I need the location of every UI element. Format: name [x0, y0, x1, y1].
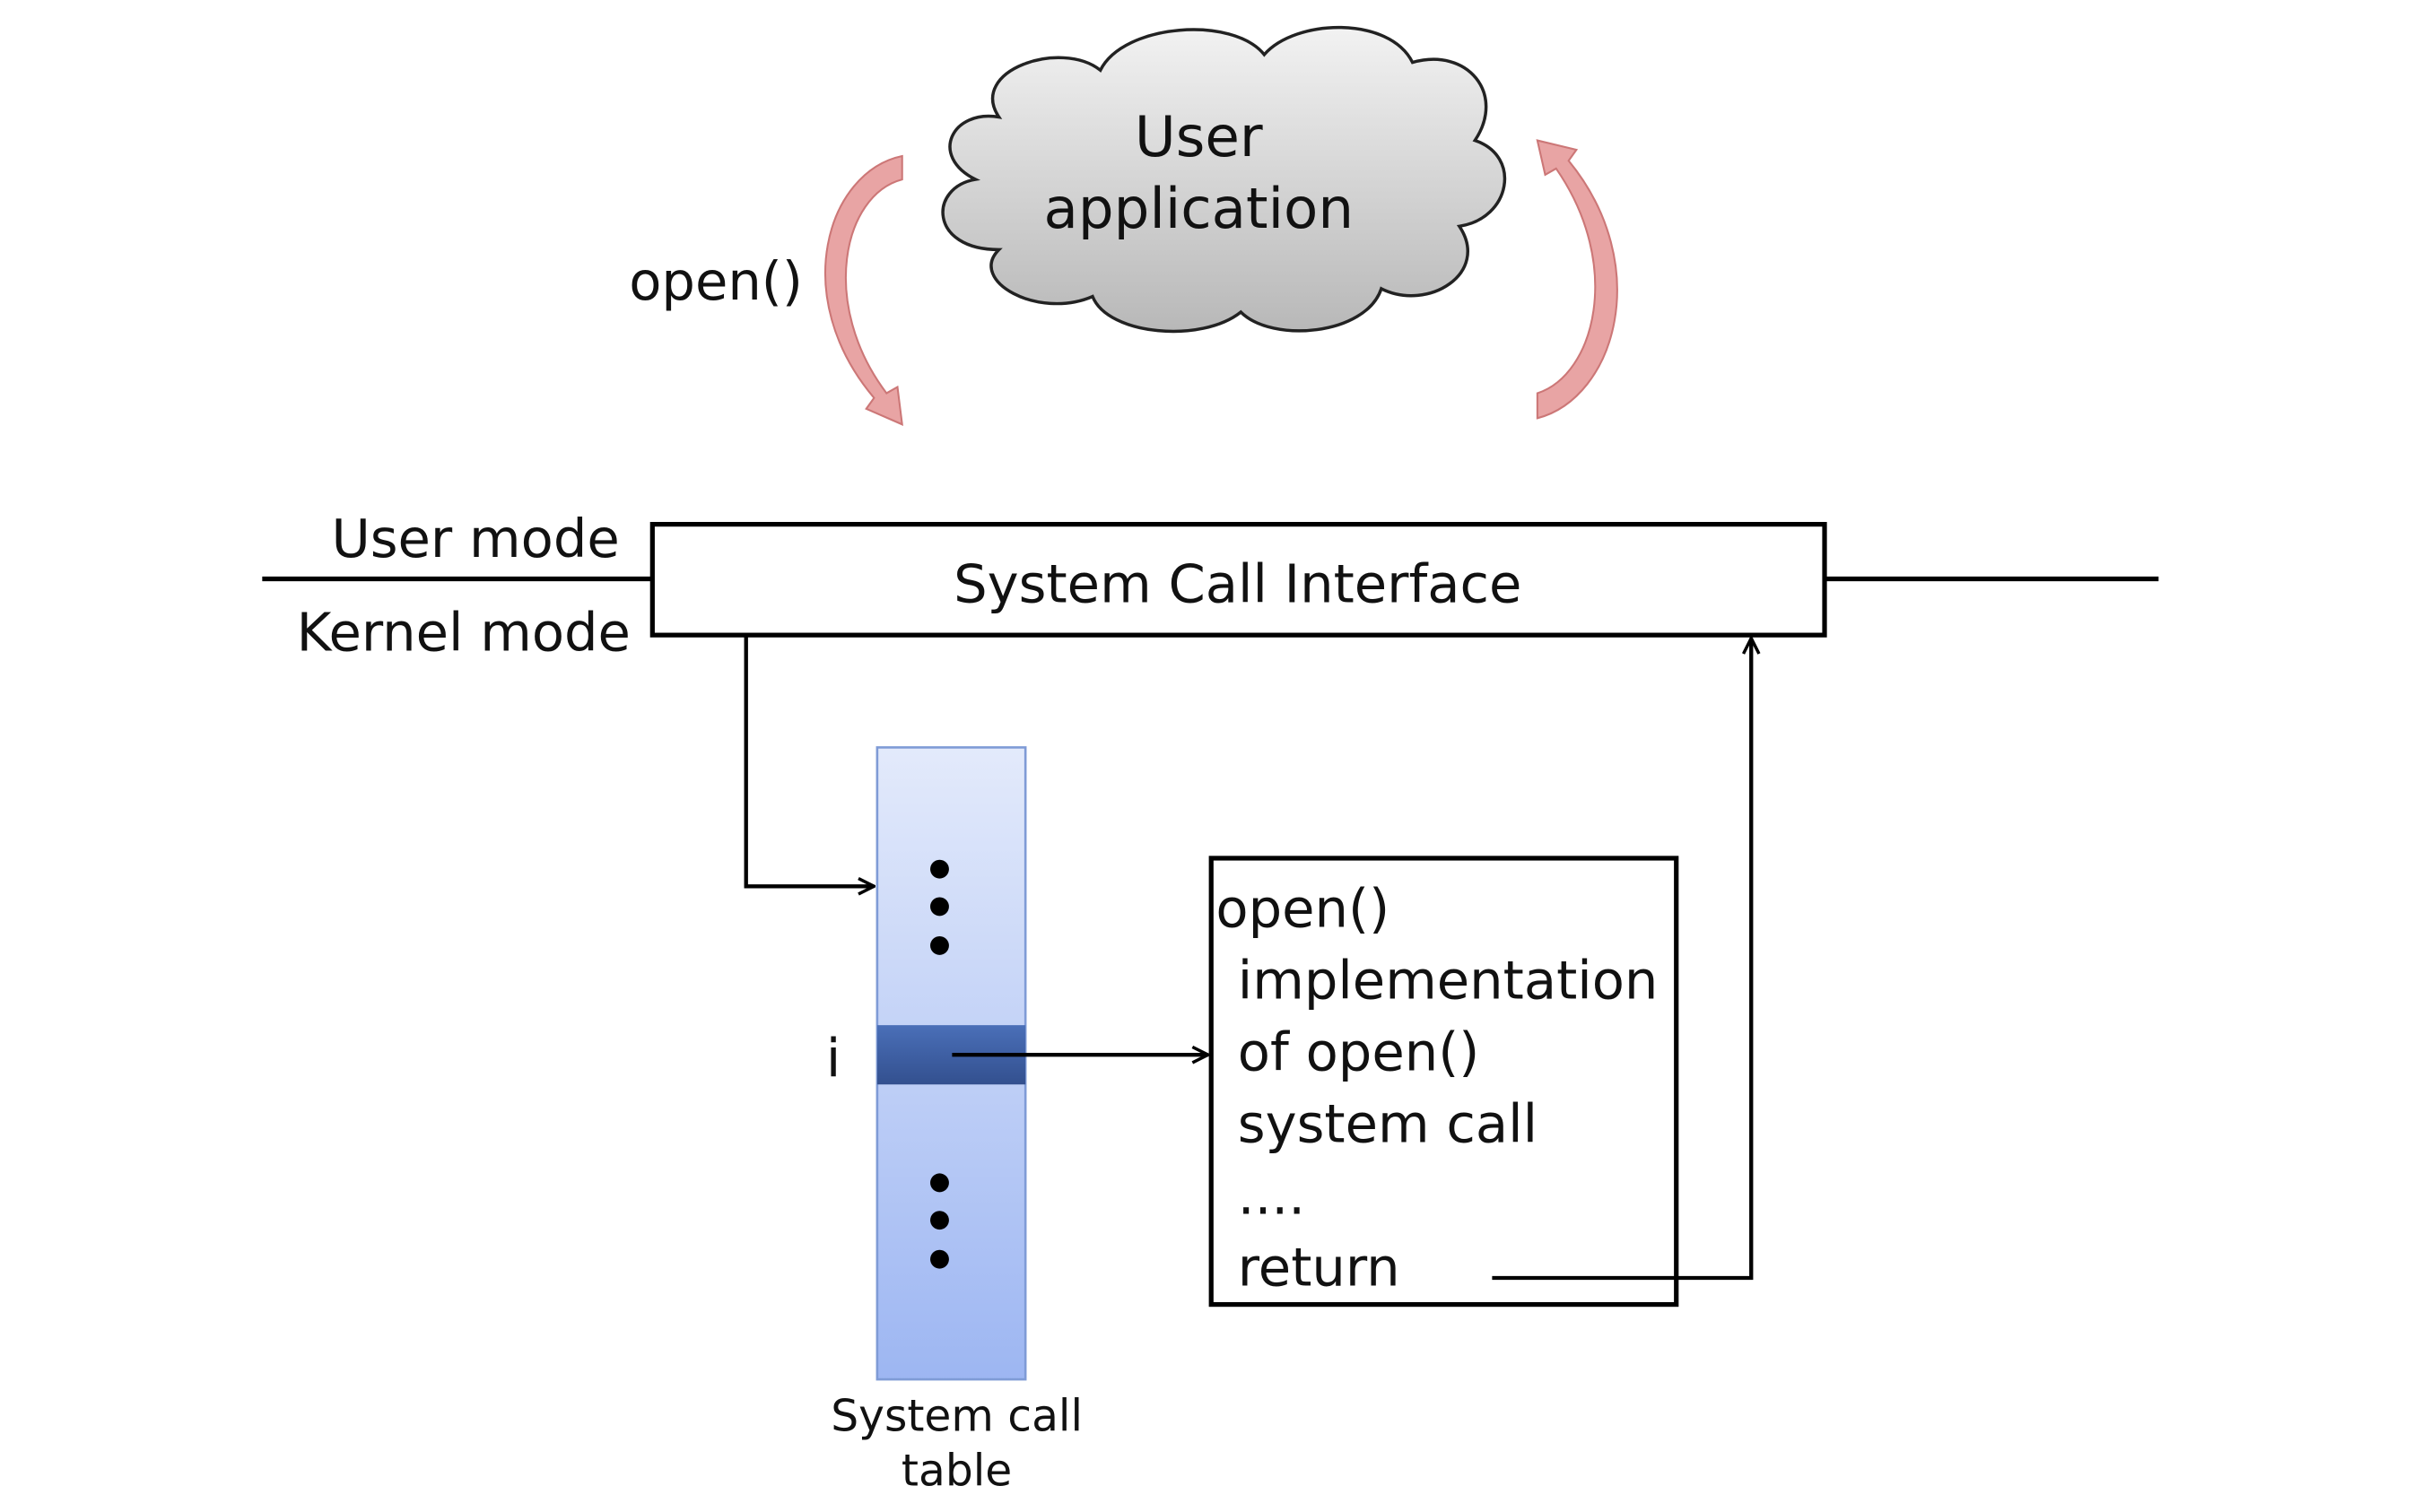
implementation-box: open() implementation of open() system c…: [1208, 856, 1679, 1308]
call-arrow-icon: [823, 154, 903, 426]
ellipsis-top-icon: [930, 859, 949, 955]
kernel-mode-label: Kernel mode: [297, 602, 631, 664]
cloud-label-line1: User: [1135, 104, 1263, 169]
impl-line-6: return: [1238, 1237, 1400, 1299]
open-call-label: open(): [629, 250, 803, 312]
table-index-label: i: [826, 1028, 841, 1090]
system-call-table: i System call table: [826, 746, 1083, 1496]
user-mode-label: User mode: [331, 508, 619, 569]
system-call-interface-label: System Call Interface: [954, 553, 1521, 615]
return-path-arrow: [1492, 639, 1751, 1281]
table-caption-line2: table: [902, 1446, 1012, 1496]
impl-line-5: ....: [1238, 1165, 1305, 1227]
dispatch-arrow: [744, 635, 875, 886]
impl-line-1: open(): [1215, 878, 1389, 940]
cloud-shape: [941, 25, 1507, 334]
return-arrow-icon: [1536, 139, 1618, 420]
user-application-cloud: User application: [941, 25, 1507, 334]
cloud-label-line2: application: [1044, 176, 1354, 241]
impl-line-3: of open(): [1238, 1021, 1480, 1083]
impl-line-2: implementation: [1238, 950, 1659, 1012]
ellipsis-bottom-icon: [930, 1173, 949, 1269]
system-call-interface-box: [649, 522, 1827, 638]
table-caption-line1: System call: [831, 1392, 1083, 1442]
impl-line-4: system call: [1238, 1093, 1538, 1155]
implementation-box-frame: [1208, 856, 1679, 1308]
